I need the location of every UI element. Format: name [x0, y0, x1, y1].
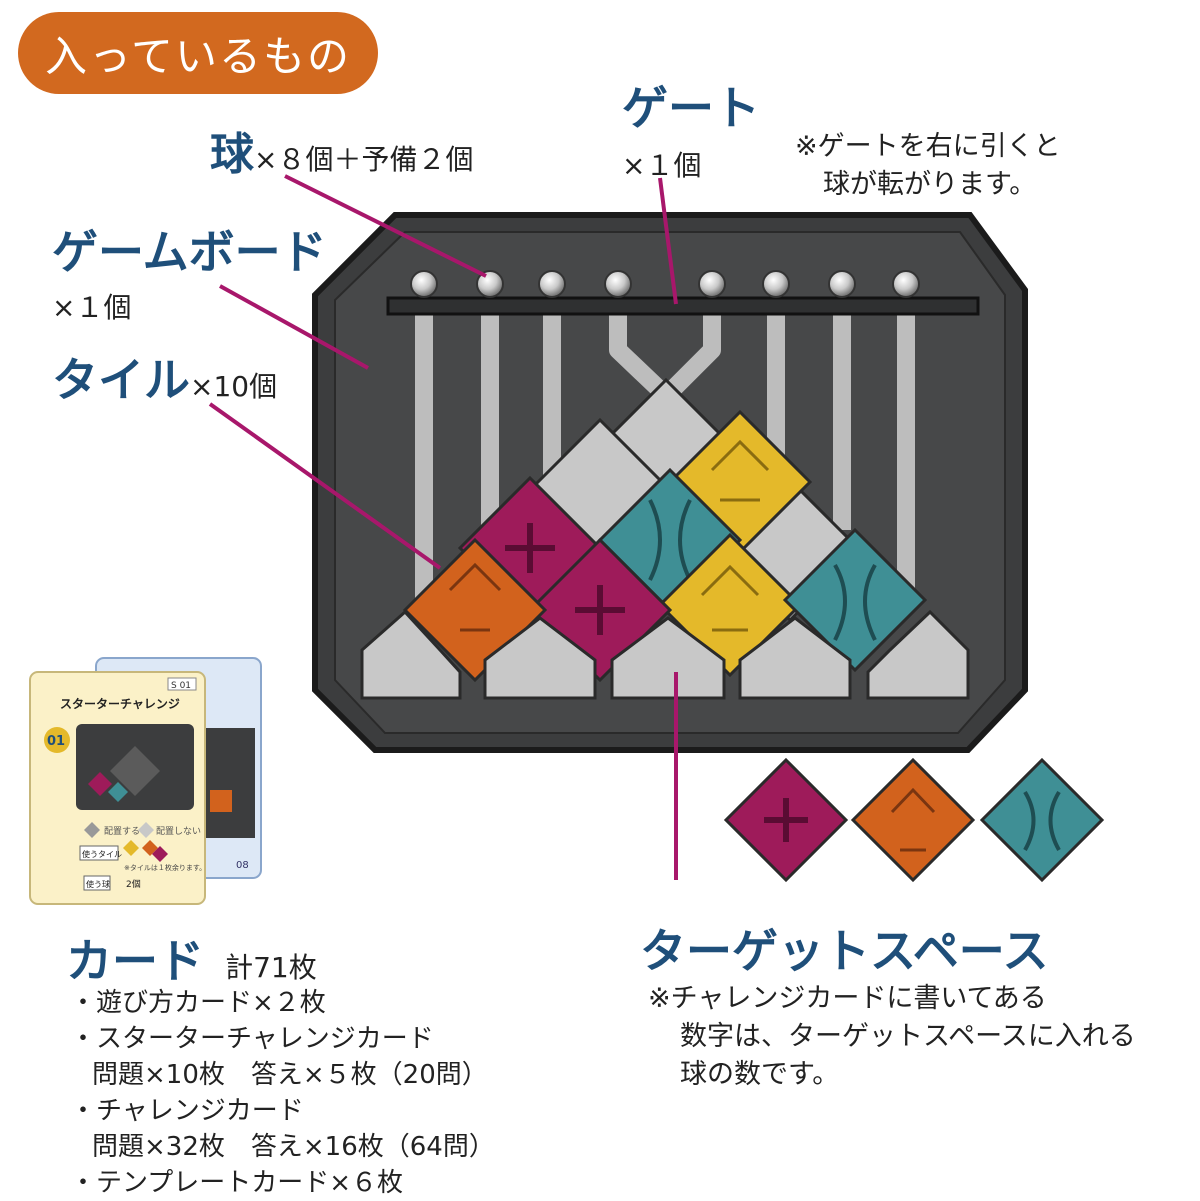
gate-note-line-1: ※ゲートを右に引くと — [795, 131, 1061, 162]
tile-title: タイル — [52, 353, 190, 407]
cards-total: 計71枚 — [225, 951, 317, 984]
target-title: ターゲットスペース — [640, 924, 1049, 978]
ball-title: 球 — [210, 129, 254, 180]
card-front-number: 01 — [47, 734, 65, 749]
cards-title: カード — [66, 934, 204, 988]
board-detail: ×１個 — [52, 291, 132, 324]
ball — [476, 270, 504, 298]
gate-label: ゲート ×１個 — [622, 72, 760, 184]
ball — [698, 270, 726, 298]
ball-detail: ×８個＋予備２個 — [254, 143, 474, 176]
target-spaces — [360, 609, 970, 700]
gate-bar — [386, 296, 980, 316]
target-label: ターゲットスペース — [640, 915, 1048, 981]
cards-item-6: ・テンプレートカード×６枚 — [70, 1168, 404, 1198]
challenge-card-front: S 01 スターターチャレンジ 01 配置する 配置しない 使うタイル ※タイル… — [29, 671, 206, 905]
cards-heading: カード 計71枚 — [66, 925, 317, 991]
ball — [828, 270, 856, 298]
card-legend-noplace: 配置しない — [156, 826, 201, 837]
card-back-id: 08 — [236, 860, 249, 871]
gate-title: ゲート — [622, 81, 760, 135]
leader-lines — [208, 174, 678, 880]
balls — [410, 270, 920, 298]
header-badge: 入っているもの — [18, 12, 378, 94]
cards-item-3: 問題×10枚 答え×５枚（20問） — [92, 1060, 488, 1090]
cards-item-5: 問題×32枚 答え×16枚（64問） — [92, 1132, 495, 1162]
ball — [410, 270, 438, 298]
card-tile-note: ※タイルは１枚余ります。 — [124, 863, 206, 872]
target-note-line-2: 数字は、ターゲットスペースに入れる — [680, 1021, 1136, 1052]
tile-detail: ×10個 — [190, 370, 278, 403]
header-label: 入っているもの — [45, 31, 351, 81]
loose-tile-teal — [979, 757, 1105, 883]
gate-detail: ×１個 — [622, 149, 702, 182]
tile-label: タイル×10個 — [52, 344, 277, 410]
cards-item-1: ・遊び方カード×２枚 — [70, 988, 326, 1018]
loose-tile-magenta — [723, 757, 849, 883]
card-front-title: スターターチャレンジ — [60, 697, 180, 711]
target-note-line-3: 球の数です。 — [680, 1059, 840, 1090]
target-note: ※チャレンジカードに書いてある 数字は、ターゲットスペースに入れる 球の数です。 — [648, 980, 1136, 1094]
board-title: ゲームボード — [52, 225, 327, 279]
card-legend-place: 配置する — [104, 826, 140, 837]
target-note-line-1: ※チャレンジカードに書いてある — [648, 983, 1047, 1014]
board-label: ゲームボード ×１個 — [52, 216, 327, 326]
ball-label: 球×８個＋予備２個 — [210, 118, 473, 182]
cards-list: ・遊び方カード×２枚 ・スターターチャレンジカード 問題×10枚 答え×５枚（2… — [70, 985, 495, 1201]
ball — [538, 270, 566, 298]
loose-tile-orange — [850, 757, 976, 883]
tile-teal-2 — [782, 527, 928, 673]
card-ball-count: 2個 — [126, 878, 141, 890]
card-front-id: S 01 — [171, 681, 191, 691]
gate-note: ※ゲートを右に引くと 球が転がります。 — [795, 128, 1061, 204]
gate-note-line-2: 球が転がります。 — [823, 169, 1037, 200]
ball — [604, 270, 632, 298]
card-use-balls: 使う球 — [86, 879, 110, 889]
ball — [892, 270, 920, 298]
ball — [762, 270, 790, 298]
card-use-tiles: 使うタイル — [82, 849, 122, 859]
cards-item-2: ・スターターチャレンジカード — [70, 1024, 434, 1054]
cards-item-4: ・チャレンジカード — [70, 1096, 304, 1126]
